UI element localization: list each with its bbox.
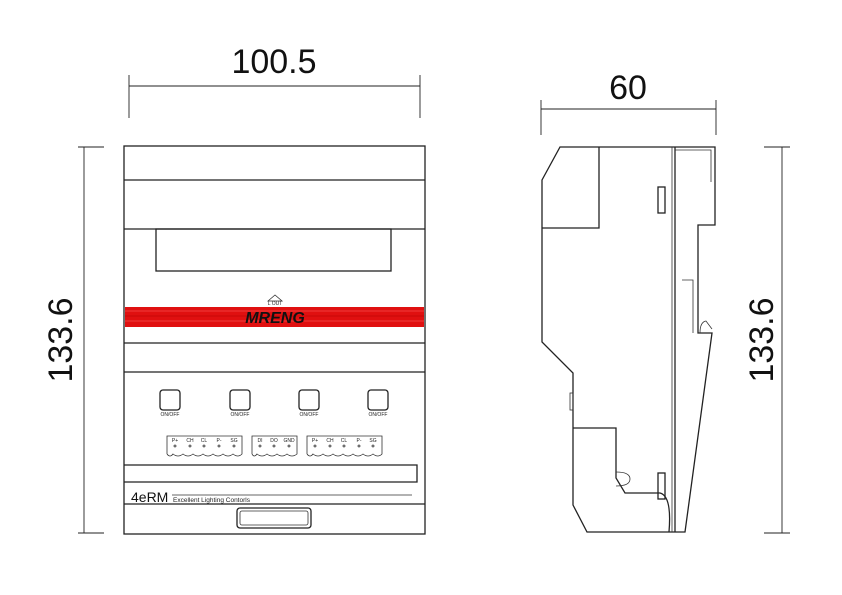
front-width-label: 100.5 [231,43,316,81]
front-height-label: 133.6 [42,297,80,382]
terminal-block-2: DI DO GND [251,435,298,457]
dimension-side-height: 133.6 [743,146,790,534]
brand-logo: MRENG [245,310,305,327]
pin-label: P+ [312,438,318,444]
pin-label: GND [283,438,295,444]
pin-label: DO [270,438,278,444]
dimension-front-width: 100.5 [128,43,421,118]
lout-label: L OUT [268,301,283,307]
terminal-block-1: P+ CH CL P- SG [166,435,243,457]
pin-label: DI [258,438,263,444]
button-label: ON/OFF [300,412,319,418]
din-clip-handle [236,507,312,529]
button-label: ON/OFF [369,412,388,418]
button-1[interactable]: ON/OFF [159,389,181,418]
side-slot-bottom [657,472,666,500]
button-4[interactable]: ON/OFF [367,389,389,418]
dimension-front-height: 133.6 [42,146,104,534]
button-3[interactable]: ON/OFF [298,389,320,418]
pin-label: CL [341,438,348,444]
side-slot-top [657,186,666,214]
side-depth-label: 60 [609,69,647,107]
side-view [541,146,716,533]
dimension-side-depth: 60 [540,69,717,135]
button-label: ON/OFF [231,412,250,418]
model-label: 4eRM [131,489,168,505]
pin-label: SG [230,438,237,444]
lout-indicator: L OUT [266,294,284,307]
button-2[interactable]: ON/OFF [229,389,251,418]
tagline: Excellent Lighting Contorls [173,497,251,504]
button-label: ON/OFF [161,412,180,418]
pin-label: CL [201,438,208,444]
pin-label: P- [357,438,362,444]
pin-label: P- [217,438,222,444]
terminal-strip [124,464,418,483]
pin-label: SG [369,438,376,444]
terminal-block-3: P+ CH CL P- SG [306,435,383,457]
pin-label: P+ [172,438,178,444]
side-height-label: 133.6 [743,297,781,382]
pin-label: CH [186,438,194,444]
front-view: L OUT MRENG ON/OFF ON/OFF ON/OFF ON/OFF [123,145,426,535]
pin-label: CH [326,438,334,444]
display-window [155,228,392,272]
brand-band: MRENG [125,307,424,327]
